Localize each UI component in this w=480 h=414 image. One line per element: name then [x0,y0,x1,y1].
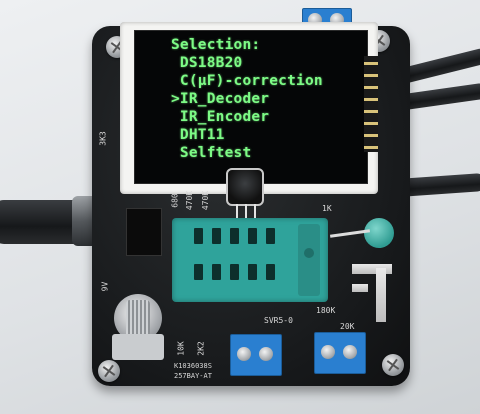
silk-board-id-1: K1036038S [174,362,212,370]
zif-slot [230,228,239,244]
bottom-terminal-left [230,334,282,376]
silk-svr: SVR5-0 [264,316,293,325]
silk-10k: 10K [176,341,186,356]
menu-item-ds18b20: DS18B20 [171,55,243,71]
menu-item-ir-decoder-selected: >IR_Decoder [171,91,270,107]
zif-slot [266,228,275,244]
bottom-terminal-right [314,332,366,374]
rotary-encoder-shaft[interactable] [126,300,150,340]
zif-slot [212,264,221,280]
silk-470k-a: 470K [185,190,195,211]
zif-slot [266,264,275,280]
silk-470k-b: 470K [201,190,211,211]
zif-lever[interactable] [298,224,320,296]
menu-item-dht11: DHT11 [171,127,225,143]
silk-180k: 180K [316,306,336,315]
menu-item-ir-encoder: IR_Encoder [171,109,270,125]
menu-title: Selection: [171,37,261,53]
test-pad-1 [352,264,392,274]
silk-1k: 1K [322,204,332,213]
zif-slot [230,264,239,280]
test-pad-2 [376,268,386,322]
dc-jack [126,208,162,256]
zif-lever-knob[interactable] [304,248,314,258]
bottom-right-terminal-screw-2 [343,345,357,359]
screw-bottom-right [382,354,404,376]
zif-slot [194,264,203,280]
bottom-left-terminal-screw-1 [237,347,251,361]
rotary-encoder-base [112,334,164,360]
ir-receiver-module [226,168,264,206]
test-capacitor [364,218,394,248]
pin-header [364,56,378,152]
zif-test-socket [172,218,328,302]
zif-slot [194,228,203,244]
bottom-right-terminal-screw-1 [321,345,335,359]
test-pad-3 [352,284,368,292]
silk-2k2: 2K2 [196,341,206,356]
silk-20k: 20K [340,322,355,331]
silk-3k3: 3K3 [98,131,108,146]
menu-item-c-correction: C(µF)-correction [171,73,323,89]
silk-board-id-2: 257BAY-AT [174,372,212,380]
lcd-screen: Selection: DS18B20 C(µF)-correction >IR_… [134,30,368,184]
menu-list: Selection: DS18B20 C(µF)-correction >IR_… [135,31,367,183]
silk-680: 680 [170,193,180,208]
screw-bottom-left [98,360,120,382]
silk-9v: 9V [100,281,110,292]
bottom-left-terminal-screw-2 [259,347,273,361]
zif-slot [212,228,221,244]
menu-item-selftest: Selftest [171,145,252,161]
zif-slot [248,228,257,244]
zif-slot [248,264,257,280]
